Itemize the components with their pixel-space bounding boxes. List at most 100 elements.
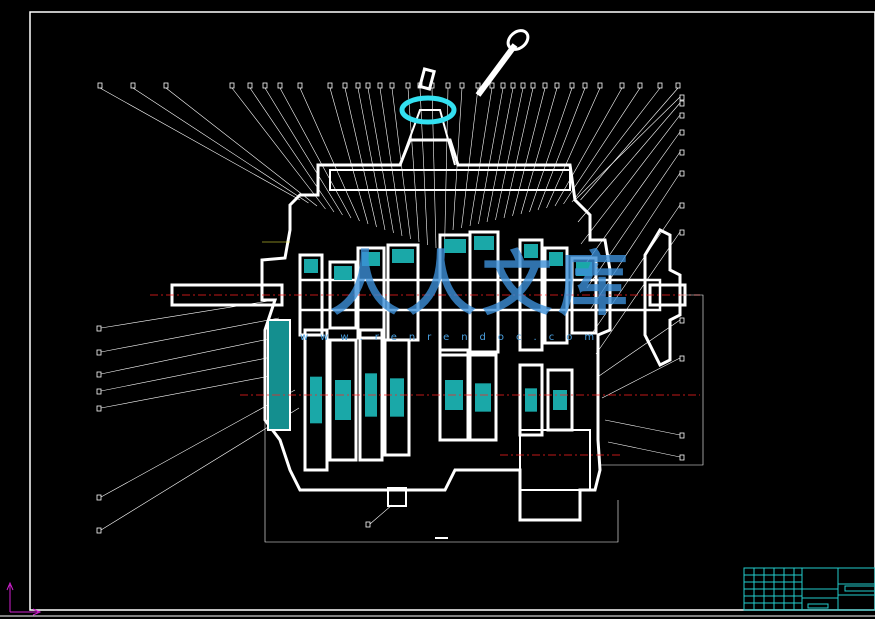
leader-line xyxy=(512,87,546,217)
balloon xyxy=(163,82,169,89)
leader-line xyxy=(583,131,681,267)
balloon xyxy=(327,82,333,89)
gear-hatch xyxy=(392,249,414,263)
balloon xyxy=(675,82,681,89)
leader-line xyxy=(279,87,352,219)
centerlines xyxy=(150,294,700,456)
balloon xyxy=(554,82,560,89)
gear-hatch xyxy=(553,390,567,410)
leader-line xyxy=(100,335,284,375)
leader-line xyxy=(231,87,326,210)
leader-line xyxy=(537,87,586,211)
balloon xyxy=(679,317,685,324)
gear-hatch xyxy=(525,388,537,412)
dimension-lines xyxy=(262,241,704,543)
balloon xyxy=(342,82,348,89)
countershaft-gear xyxy=(328,338,358,462)
leader-line xyxy=(344,87,377,228)
balloon xyxy=(530,82,536,89)
leader-line xyxy=(580,87,679,201)
leader-line xyxy=(100,371,292,409)
leader-line xyxy=(503,87,534,219)
balloon xyxy=(277,82,283,89)
leader-line xyxy=(598,319,681,377)
balloon xyxy=(679,202,685,209)
leader-line xyxy=(357,87,386,231)
leader-line xyxy=(601,357,681,399)
leader-line xyxy=(100,353,288,392)
part-number-balloons xyxy=(96,82,685,534)
gear-set xyxy=(267,230,598,472)
leader-line xyxy=(580,114,681,245)
balloon xyxy=(679,149,685,156)
leader-line xyxy=(604,419,681,436)
countershaft-gear xyxy=(546,368,574,432)
gear-hatch xyxy=(475,383,491,412)
leader-line xyxy=(100,317,280,353)
leader-line xyxy=(165,87,318,207)
leader-line xyxy=(407,87,420,243)
balloon xyxy=(475,82,481,89)
gear-hatch xyxy=(549,252,563,266)
bearing-housing xyxy=(267,319,291,431)
balloon xyxy=(355,82,361,89)
leader-line xyxy=(486,87,514,223)
countershaft-gear xyxy=(518,363,544,437)
balloon xyxy=(597,82,603,89)
balloon xyxy=(489,82,495,89)
balloon xyxy=(389,82,395,89)
countershaft-gear xyxy=(468,353,498,442)
leader-line xyxy=(379,87,403,237)
balloon xyxy=(377,82,383,89)
balloon xyxy=(500,82,506,89)
balloon xyxy=(96,388,102,395)
watermark-logo: 人人文库 xyxy=(330,243,634,325)
balloon xyxy=(679,129,685,136)
balloon xyxy=(679,100,685,107)
leader-line xyxy=(299,87,360,222)
leader-line xyxy=(461,87,479,229)
gear-hatch xyxy=(310,376,322,424)
balloon xyxy=(262,82,268,89)
balloon xyxy=(679,112,685,119)
leader-lines xyxy=(99,87,681,531)
balloon xyxy=(657,82,663,89)
balloon xyxy=(679,454,685,461)
balloon xyxy=(510,82,516,89)
gear xyxy=(570,256,598,335)
countershaft-gear xyxy=(383,338,411,457)
leader-line xyxy=(529,87,573,213)
leader-line xyxy=(132,87,309,204)
leader-line xyxy=(577,102,681,223)
balloon xyxy=(96,405,102,412)
shift-lever xyxy=(399,29,530,125)
gear-hatch xyxy=(334,266,352,280)
balloon xyxy=(679,432,685,439)
leader-line xyxy=(607,441,681,458)
balloon xyxy=(542,82,548,89)
leader-line xyxy=(520,87,558,215)
balloon xyxy=(97,82,103,89)
title-block xyxy=(743,567,875,611)
gear-hatch xyxy=(362,252,380,266)
shift-knob-ring xyxy=(399,95,457,125)
balloon xyxy=(582,82,588,89)
leader-line xyxy=(264,87,343,216)
countershaft-gear xyxy=(303,328,329,472)
balloon xyxy=(365,82,371,89)
leader-line xyxy=(563,87,641,205)
balloon xyxy=(679,170,685,177)
gear-hatch xyxy=(474,236,494,250)
gear xyxy=(356,246,386,340)
gear-hatch xyxy=(390,378,404,417)
gear xyxy=(468,230,500,354)
balloon xyxy=(679,229,685,236)
leader-line xyxy=(546,87,601,209)
leader-line xyxy=(369,504,393,525)
leader-line xyxy=(329,87,369,225)
watermark-url: www.renrendoc.com xyxy=(300,332,607,343)
balloon xyxy=(297,82,303,89)
drawing-border xyxy=(29,11,875,611)
output-flange xyxy=(643,228,682,368)
leader-line xyxy=(100,407,300,531)
